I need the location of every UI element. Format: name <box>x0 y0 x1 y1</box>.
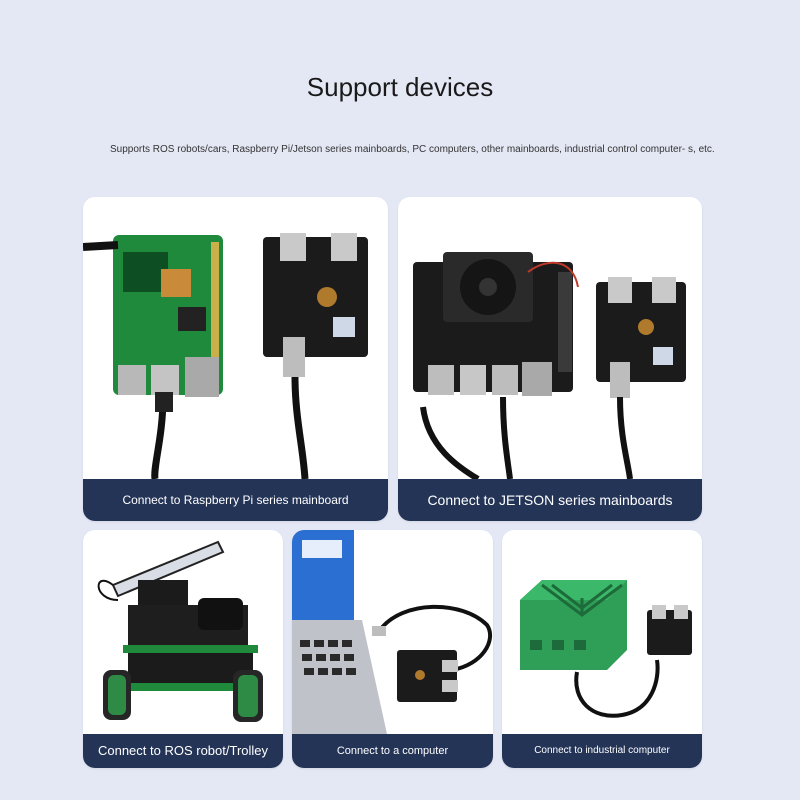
usb-board <box>397 650 457 702</box>
device-card-ros-robot: Connect to ROS robot/Trolley <box>83 530 283 768</box>
raspberry-pi-photo <box>83 233 368 479</box>
ros-robot-photo <box>97 540 263 722</box>
card-caption: Connect to JETSON series mainboards <box>398 479 702 521</box>
card-caption: Connect to Raspberry Pi series mainboard <box>83 479 388 521</box>
card-caption: Connect to ROS robot/Trolley <box>83 734 283 768</box>
card-caption: Connect to industrial computer <box>502 734 702 768</box>
page-description: Supports ROS robots/cars, Raspberry Pi/J… <box>110 144 715 155</box>
computer-photo <box>292 530 493 734</box>
usb-board <box>647 610 692 655</box>
device-card-raspberry-pi: Connect to Raspberry Pi series mainboard <box>83 197 388 521</box>
page-title: Support devices <box>306 72 494 102</box>
card-caption: Connect to a computer <box>292 734 493 768</box>
industrial-computer-photo <box>520 580 692 718</box>
jetson-photo <box>413 252 686 479</box>
laptop-base <box>292 620 387 734</box>
device-card-jetson: Connect to JETSON series mainboards <box>398 197 702 521</box>
heatsink <box>161 269 191 297</box>
lidar <box>198 598 243 630</box>
device-card-industrial-computer: Connect to industrial computer <box>502 530 702 768</box>
device-card-computer: Connect to a computer <box>292 530 493 768</box>
